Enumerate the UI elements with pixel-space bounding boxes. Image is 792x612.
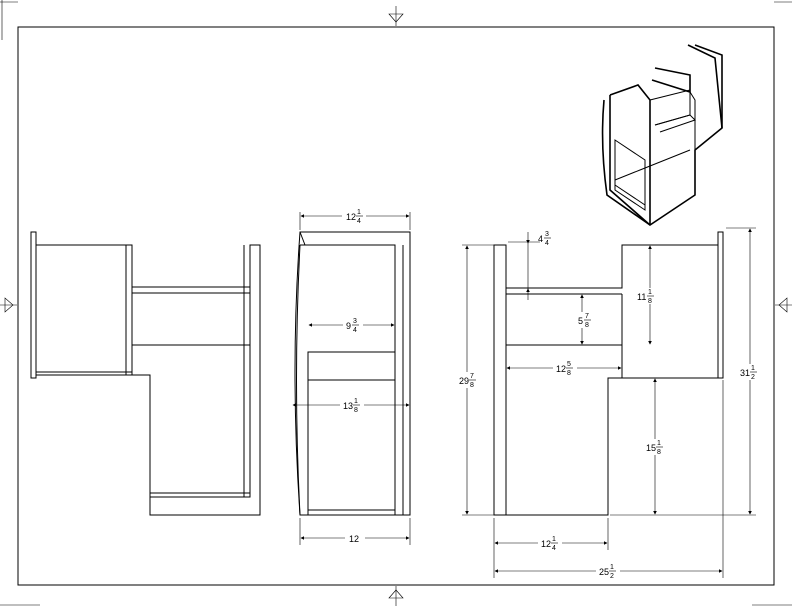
svg-text:8: 8	[657, 449, 661, 456]
svg-text:11: 11	[637, 292, 646, 302]
svg-text:13: 13	[343, 401, 353, 411]
center-mark-right	[775, 297, 792, 313]
svg-text:8: 8	[354, 407, 358, 414]
svg-text:15: 15	[646, 443, 656, 453]
svg-text:12: 12	[556, 364, 566, 374]
svg-text:2: 2	[751, 374, 755, 381]
dimension-lines	[292, 212, 756, 578]
svg-text:3: 3	[353, 318, 357, 325]
svg-text:29: 29	[459, 376, 469, 386]
svg-text:7: 7	[470, 373, 474, 380]
dim-base-width: 12	[345, 532, 365, 544]
front-view	[294, 231, 411, 516]
dim-top-width: 12 1 4	[342, 208, 366, 225]
svg-text:4: 4	[552, 545, 556, 552]
svg-text:4: 4	[353, 327, 357, 334]
svg-text:31: 31	[740, 368, 750, 378]
dim-lower-height: 15 1 8	[643, 439, 667, 456]
center-mark-top	[388, 6, 404, 26]
svg-text:1: 1	[657, 440, 661, 447]
svg-text:7: 7	[585, 313, 589, 320]
dim-step-width: 12 5 8	[553, 360, 577, 377]
svg-text:8: 8	[567, 370, 571, 377]
dim-side-height: 29 7 8	[456, 372, 480, 389]
dim-shelf-gap: 5 7 8	[576, 312, 592, 329]
svg-text:4: 4	[545, 240, 549, 247]
dim-inner-depth: 9 3 4	[343, 317, 363, 334]
dimension-labels: 12 1 4 9 3 4 13 1 8 12 4 3 4	[340, 208, 762, 580]
svg-text:2: 2	[610, 573, 614, 580]
svg-text:12: 12	[346, 212, 356, 222]
center-mark-bottom	[388, 586, 404, 606]
isometric-view	[601, 44, 723, 227]
side-view-right	[493, 231, 724, 516]
svg-text:9: 9	[346, 321, 351, 331]
dim-total-width: 25 1 2	[596, 563, 620, 580]
center-mark-left	[0, 297, 17, 313]
dim-lower-depth: 13 1 8	[340, 397, 364, 414]
svg-text:8: 8	[585, 322, 589, 329]
side-view-left	[30, 231, 261, 516]
svg-text:4: 4	[357, 218, 361, 225]
svg-text:1: 1	[751, 365, 755, 372]
sheet-border	[17, 26, 775, 586]
svg-text:12: 12	[541, 539, 551, 549]
dim-total-height: 31 1 2	[738, 364, 762, 381]
svg-text:5: 5	[567, 361, 571, 368]
svg-text:5: 5	[578, 316, 583, 326]
svg-text:3: 3	[545, 231, 549, 238]
dim-bottom-width: 12 1 4	[538, 535, 562, 552]
svg-text:1: 1	[552, 536, 556, 543]
svg-text:4: 4	[538, 234, 543, 244]
dim-upper-height: 11 1 8	[634, 288, 656, 305]
svg-text:25: 25	[599, 567, 609, 577]
dim-top-offset: 4 3 4	[538, 231, 551, 247]
svg-text:1: 1	[357, 209, 361, 216]
svg-text:1: 1	[354, 398, 358, 405]
svg-text:12: 12	[349, 534, 359, 544]
svg-text:8: 8	[648, 298, 652, 305]
svg-text:1: 1	[648, 289, 652, 296]
svg-text:1: 1	[610, 564, 614, 571]
svg-text:8: 8	[470, 382, 474, 389]
